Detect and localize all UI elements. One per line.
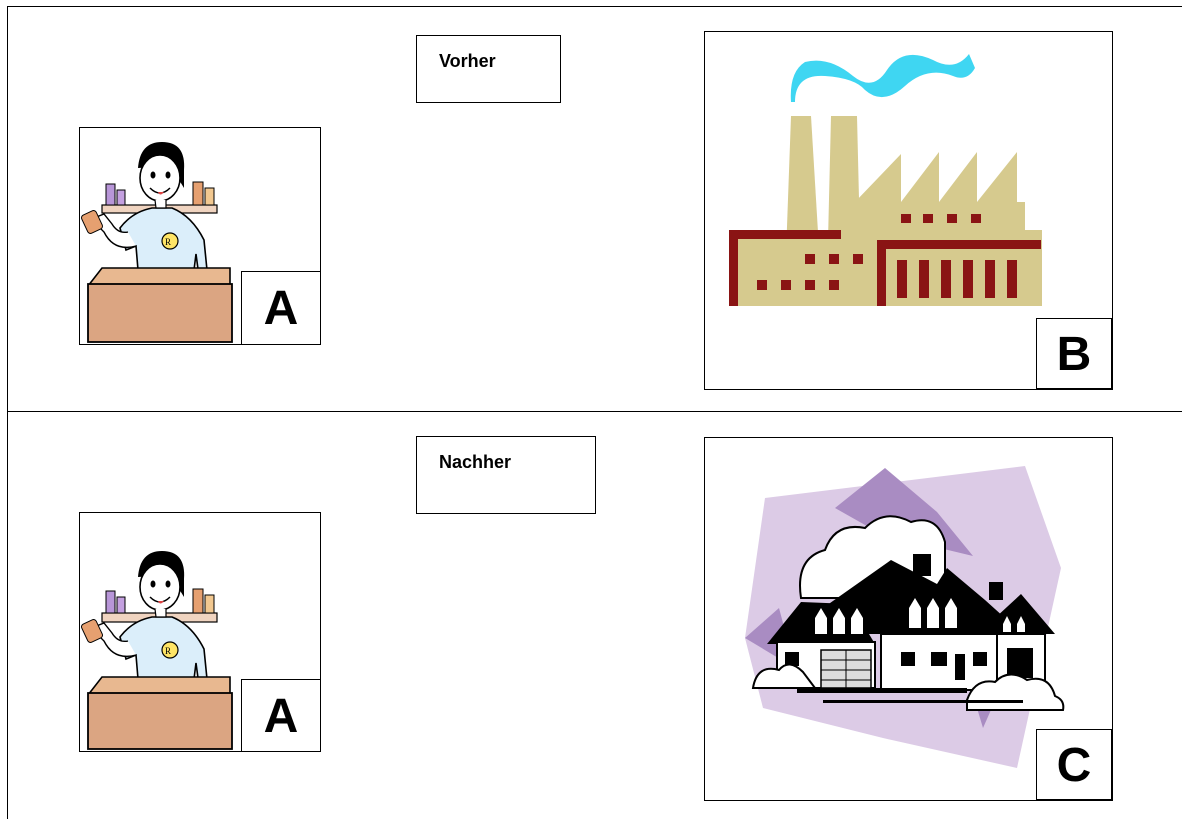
- tag-a-top: A: [241, 271, 321, 345]
- svg-text:R: R: [165, 237, 171, 247]
- pharmacist-icon-2: R: [81, 551, 233, 750]
- tag-b: B: [1036, 318, 1112, 389]
- houses-card: C: [704, 437, 1113, 801]
- vorher-label: Vorher: [439, 51, 496, 71]
- tag-a-bottom: A: [241, 679, 321, 752]
- tag-c: C: [1036, 729, 1112, 800]
- factory-icon: [729, 54, 1042, 306]
- pharmacist-card-top: R A: [79, 127, 321, 345]
- factory-card: B: [704, 31, 1113, 390]
- houses-icon: [745, 466, 1065, 768]
- worksheet-frame: [7, 6, 1182, 819]
- pharmacist-icon: R: [81, 142, 233, 343]
- vorher-label-box: Vorher: [416, 35, 561, 103]
- row-divider: [7, 411, 1182, 412]
- nachher-label-box: Nachher: [416, 436, 596, 514]
- nachher-label: Nachher: [439, 452, 512, 472]
- pharmacist-card-bottom: R A: [79, 512, 321, 752]
- svg-text:R: R: [165, 646, 171, 656]
